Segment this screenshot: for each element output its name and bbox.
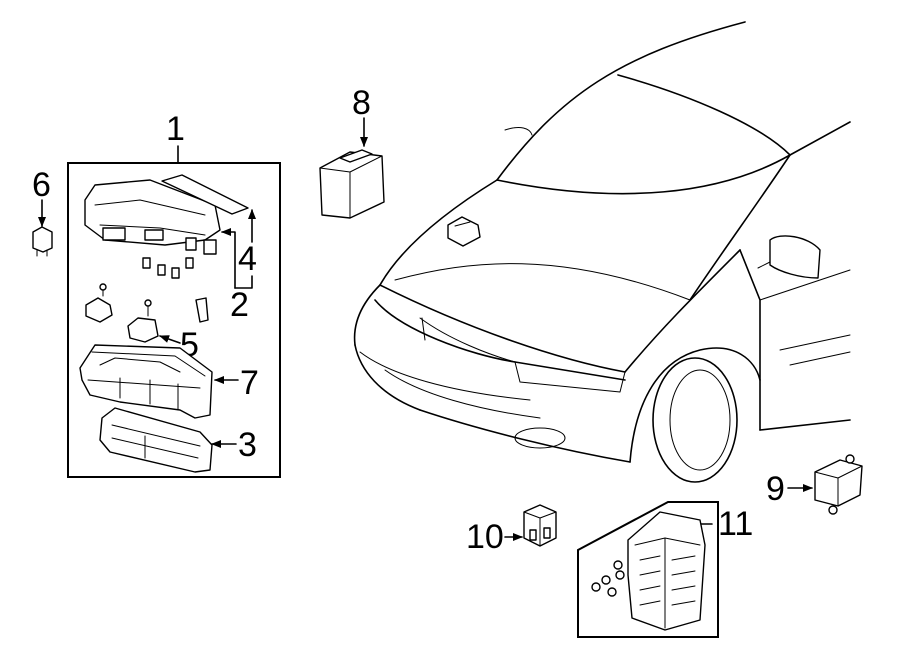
callout-10: 10 (466, 518, 504, 556)
callout-9: 9 (766, 470, 785, 508)
junction-box-part-11 (627, 511, 706, 631)
lower-cover (99, 407, 213, 473)
mini-relays (142, 237, 217, 279)
junction-box-fasteners (591, 560, 625, 597)
fuse-box-group-frame (67, 162, 281, 478)
relay-part-6 (32, 226, 53, 257)
relay-part-10 (523, 504, 557, 547)
sensor-module-part-9 (814, 454, 863, 515)
callout-1: 1 (166, 110, 185, 148)
callout-7: 7 (240, 364, 259, 402)
callout-6: 6 (32, 166, 51, 204)
retainer-clips (85, 283, 209, 323)
fuse-box-body (79, 344, 213, 419)
fuse-strip (161, 174, 249, 215)
relay-part-5 (127, 317, 159, 343)
callout-3: 3 (238, 426, 257, 464)
callout-11: 11 (718, 505, 753, 543)
fuse-box-cover (84, 179, 221, 246)
callout-4: 4 (238, 240, 257, 278)
callout-8: 8 (352, 84, 371, 122)
callout-2: 2 (230, 286, 249, 324)
junction-box-group-frame (577, 501, 719, 638)
vehicle-outline (353, 21, 851, 483)
control-module-part-8 (319, 149, 385, 219)
